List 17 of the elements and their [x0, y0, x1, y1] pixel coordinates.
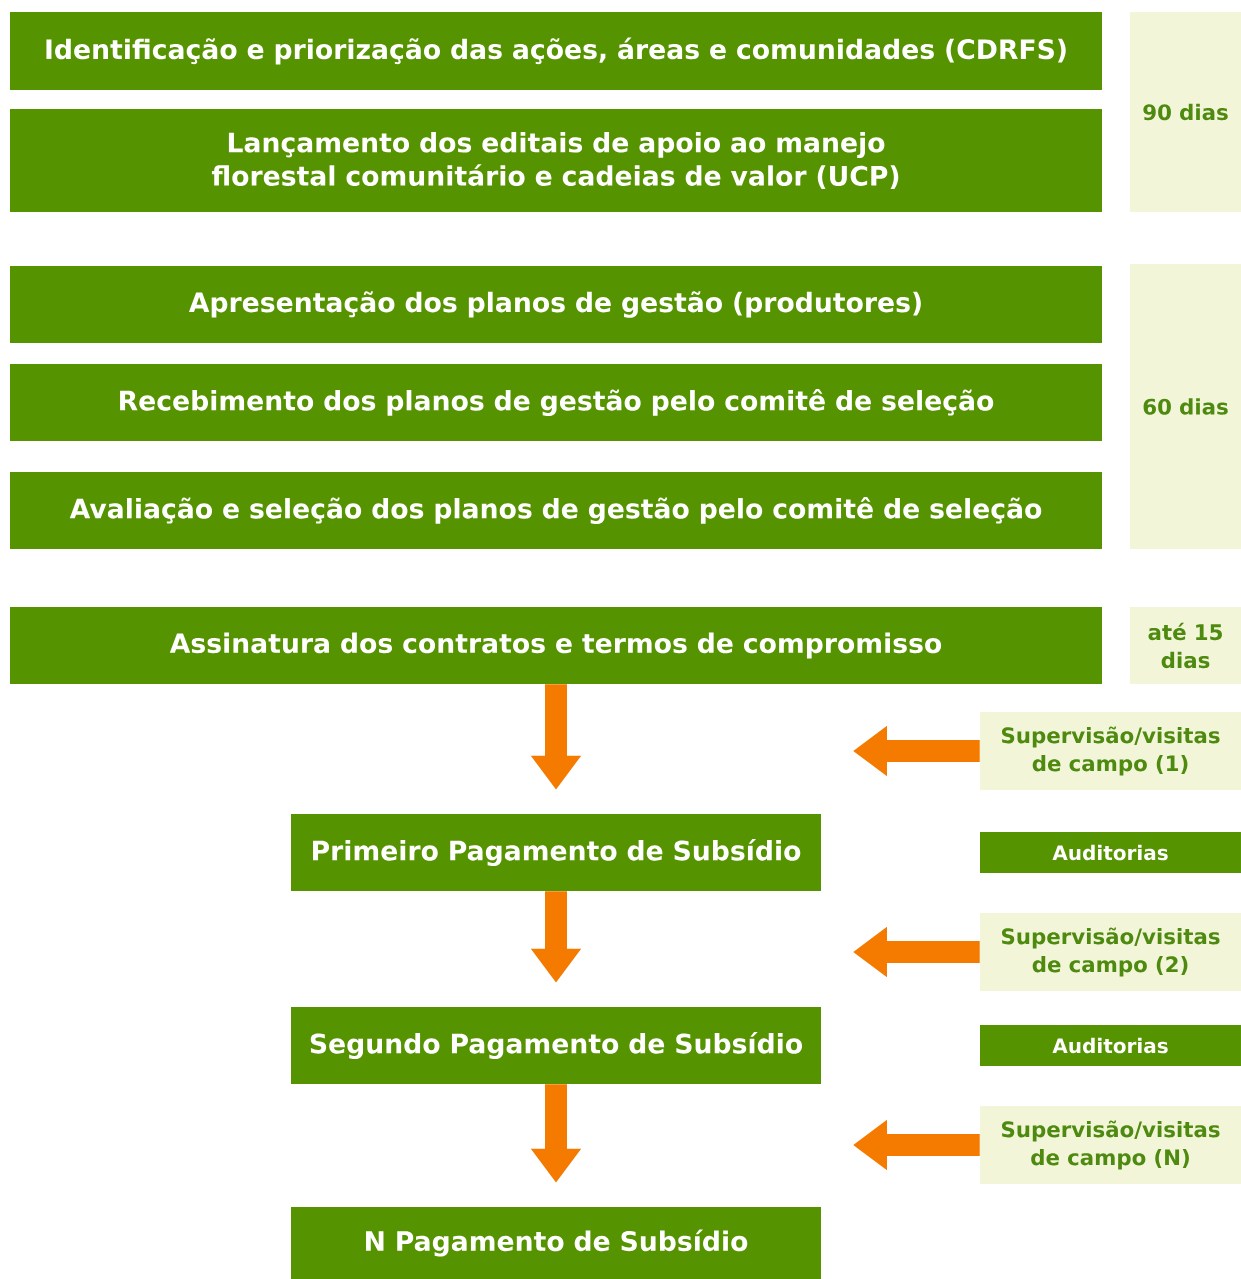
process-box: Avaliação e seleção dos planos de gestão pelo comitê de seleção: [10, 472, 1102, 549]
audit-box: Auditorias: [980, 1025, 1241, 1066]
duration-box: 90 dias: [1130, 12, 1241, 212]
supervision-box: Supervisão/visitas de campo (2): [980, 913, 1241, 991]
payment-box: N Pagamento de Subsídio: [291, 1207, 821, 1279]
process-box: Recebimento dos planos de gestão pelo comitê de seleção: [10, 364, 1102, 441]
process-box: Assinatura dos contratos e termos de compromisso: [10, 607, 1102, 684]
process-box: Identificação e priorização das ações, áreas e comunidades (CDRFS): [10, 12, 1102, 90]
supervision-box: Supervisão/visitas de campo (1): [980, 712, 1241, 790]
payment-box: Primeiro Pagamento de Subsídio: [291, 814, 821, 891]
process-box: Apresentação dos planos de gestão (produtores): [10, 266, 1102, 343]
duration-box: 60 dias: [1130, 264, 1241, 549]
audit-box: Auditorias: [980, 832, 1241, 873]
payment-box: Segundo Pagamento de Subsídio: [291, 1007, 821, 1084]
duration-box: até 15 dias: [1130, 607, 1241, 684]
process-box: Lançamento dos editais de apoio ao manejo florestal comunitário e cadeias de valor (UCP): [10, 109, 1102, 212]
supervision-box: Supervisão/visitas de campo (N): [980, 1106, 1241, 1184]
